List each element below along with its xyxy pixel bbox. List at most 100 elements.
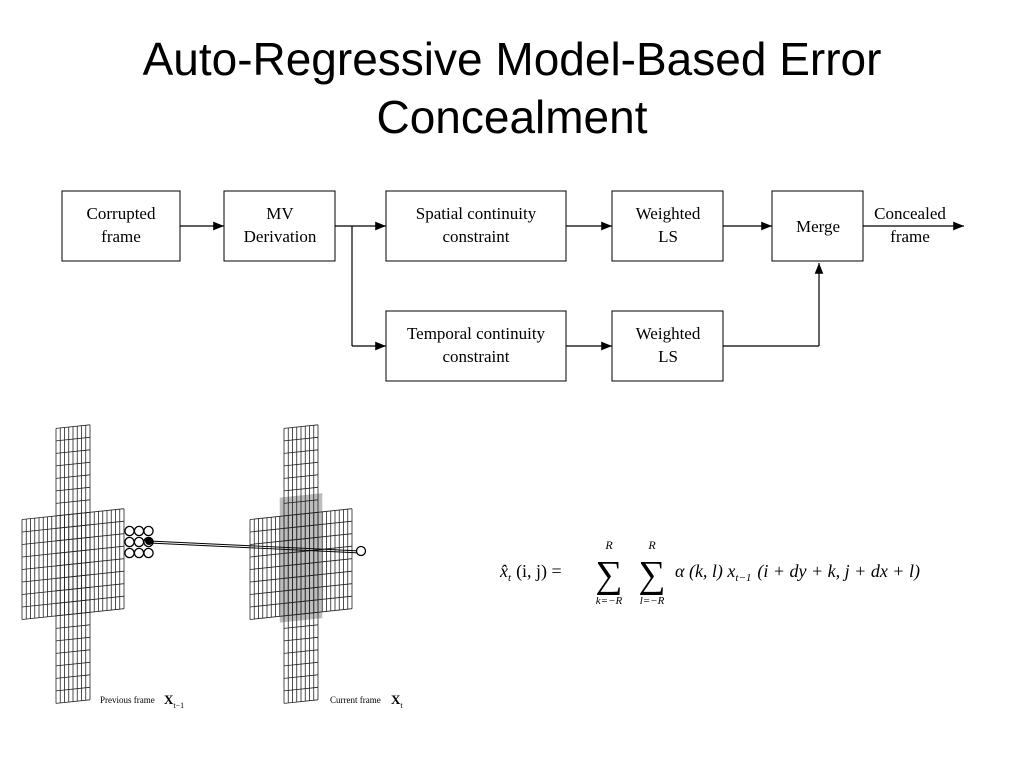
target-pixel-current bbox=[355, 545, 367, 557]
support-pixel-circle bbox=[133, 536, 145, 548]
grid-line bbox=[283, 674, 319, 679]
flowchart-boxes bbox=[61, 190, 864, 382]
grid-line bbox=[21, 520, 125, 533]
grid-line bbox=[283, 424, 319, 429]
slide-title: Auto-Regressive Model-Based Error Concea… bbox=[0, 30, 1024, 146]
sum-1-symbol: ∑ bbox=[595, 554, 622, 596]
sum-1-lower: k=−R bbox=[596, 595, 623, 607]
grid-line bbox=[283, 649, 319, 654]
corrupted-frame-label-2: frame bbox=[101, 227, 141, 246]
grid-line bbox=[21, 608, 125, 620]
grid-line bbox=[21, 583, 125, 595]
grid-line bbox=[249, 595, 353, 608]
sum-2-symbol: ∑ bbox=[638, 554, 665, 596]
support-pixel-circles bbox=[124, 525, 154, 559]
grid-line bbox=[55, 424, 91, 429]
grid-line bbox=[21, 570, 125, 583]
corrupted-frame-box bbox=[61, 190, 181, 262]
ar-formula: x̂t (i, j) = R ∑ k=−R R ∑ l=−R α (k, l) x… bbox=[499, 538, 920, 607]
weighted-ls-1-label-2: LS bbox=[658, 227, 678, 246]
grid-line bbox=[283, 624, 319, 629]
grid-line bbox=[21, 508, 125, 520]
grid-line bbox=[249, 545, 353, 558]
grid-line bbox=[55, 636, 91, 642]
grid-line bbox=[55, 436, 91, 442]
grid-line bbox=[249, 520, 353, 533]
formula-lhs-var: x̂ bbox=[499, 561, 508, 581]
support-pixel-circle bbox=[124, 536, 135, 548]
support-pixel-circle bbox=[133, 547, 145, 559]
formula-rhs-a: α (k, l) x bbox=[675, 561, 735, 582]
grid-line bbox=[283, 686, 319, 692]
current-frame-symbol-main: X bbox=[391, 692, 401, 707]
support-pixel-circle bbox=[124, 547, 135, 559]
grid-line bbox=[55, 461, 91, 467]
grid-line bbox=[249, 558, 353, 570]
previous-frame-grid bbox=[21, 424, 125, 704]
support-pixel-circle bbox=[133, 525, 145, 537]
corrupted-frame-label-1: Corrupted bbox=[87, 204, 156, 223]
grid-line bbox=[55, 699, 91, 704]
grid-line bbox=[55, 449, 91, 454]
grid-line bbox=[55, 624, 91, 629]
grid-line bbox=[283, 699, 319, 704]
current-frame-symbol: Xt bbox=[391, 692, 403, 710]
support-pixel-circle bbox=[124, 525, 135, 537]
current-frame-symbol-sub: t bbox=[400, 701, 403, 710]
grid-line bbox=[283, 449, 319, 454]
title-line-2: Concealment bbox=[376, 91, 648, 143]
temporal-constraint-label-1: Temporal continuity bbox=[407, 324, 546, 343]
formula-lhs-args: (i, j) = bbox=[516, 561, 562, 582]
grid-line bbox=[249, 583, 353, 595]
formula-rhs-b: (i + dy + k, j + dx + l) bbox=[757, 561, 920, 582]
grid-line bbox=[249, 533, 353, 545]
grid-line bbox=[283, 461, 319, 467]
current-frame-grid bbox=[249, 424, 353, 704]
mv-derivation-label-2: Derivation bbox=[244, 227, 317, 246]
spatial-constraint-label-2: constraint bbox=[442, 227, 509, 246]
previous-frame-symbol: Xt−1 bbox=[164, 692, 184, 710]
grid-line bbox=[21, 558, 125, 570]
grid-line bbox=[55, 686, 91, 692]
motion-line-bottom bbox=[148, 542, 362, 554]
support-pixel-circle bbox=[143, 525, 154, 537]
formula-lhs: x̂t (i, j) = bbox=[499, 561, 562, 584]
spatial-constraint-box bbox=[385, 190, 567, 262]
grid-line bbox=[283, 486, 319, 492]
grid-line bbox=[283, 474, 319, 479]
weighted-ls-1-label-1: Weighted bbox=[636, 204, 701, 223]
previous-frame-symbol-sub: t−1 bbox=[173, 701, 184, 710]
temporal-constraint-label-2: constraint bbox=[442, 347, 509, 366]
mv-derivation-box bbox=[223, 190, 336, 262]
concealed-frame-label-1: Concealed bbox=[874, 204, 946, 223]
grid-line bbox=[55, 486, 91, 492]
motion-vector-lines bbox=[148, 540, 362, 554]
weighted-ls-box-2 bbox=[611, 310, 724, 382]
grid-line bbox=[55, 474, 91, 479]
concealed-frame-label-2: frame bbox=[890, 227, 930, 246]
spatial-constraint-label-1: Spatial continuity bbox=[416, 204, 537, 223]
flowchart-connectors bbox=[180, 221, 964, 351]
sum-1-upper: R bbox=[604, 538, 613, 552]
weighted-ls-2-label-1: Weighted bbox=[636, 324, 701, 343]
grid-line bbox=[283, 661, 319, 667]
sum-2-lower: l=−R bbox=[640, 595, 665, 607]
temporal-constraint-box bbox=[385, 310, 567, 382]
frame-captions: Previous frame Xt−1 Current frame Xt bbox=[100, 692, 403, 710]
current-frame-caption: Current frame bbox=[330, 695, 381, 705]
formula-lhs-sub: t bbox=[508, 572, 512, 584]
motion-line-top bbox=[148, 540, 362, 552]
title-line-1: Auto-Regressive Model-Based Error bbox=[142, 33, 882, 85]
grid-line bbox=[55, 674, 91, 679]
previous-frame-symbol-main: X bbox=[164, 692, 174, 707]
grid-line bbox=[55, 649, 91, 654]
grid-line bbox=[21, 533, 125, 545]
formula-rhs: α (k, l) xt−1(i + dy + k, j + dx + l) bbox=[675, 561, 920, 584]
flowchart-labels: Corrupted frame MV Derivation Spatial co… bbox=[87, 204, 947, 366]
merge-label: Merge bbox=[796, 217, 840, 236]
sum-2-upper: R bbox=[647, 538, 656, 552]
grid-line bbox=[249, 508, 353, 520]
grid-line bbox=[249, 608, 353, 620]
